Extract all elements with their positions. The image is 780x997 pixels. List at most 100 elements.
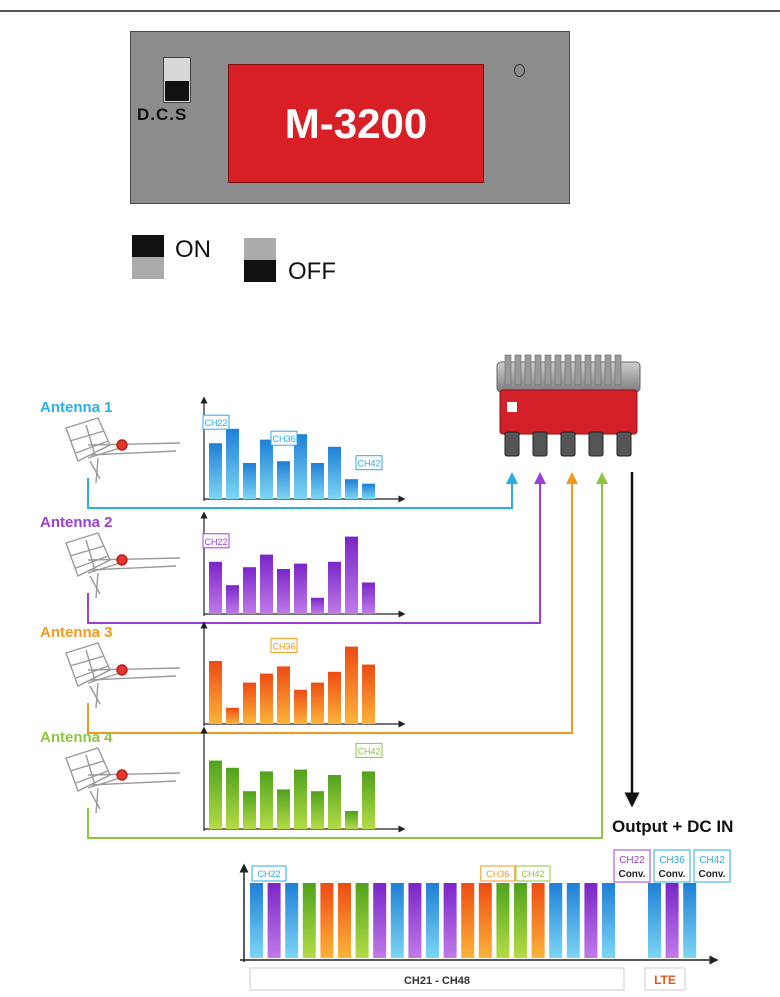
bar <box>226 428 239 499</box>
combined-bar <box>338 883 351 958</box>
bar <box>260 554 273 614</box>
bar <box>311 791 324 829</box>
combined-bar <box>496 883 510 958</box>
combined-bar <box>408 883 422 958</box>
bar <box>328 671 341 724</box>
antenna-label-4: Antenna 4 <box>40 729 113 746</box>
svg-text:CH36: CH36 <box>272 641 295 651</box>
combined-bar <box>250 883 263 958</box>
bar <box>209 561 222 614</box>
bar <box>277 569 290 614</box>
bar <box>260 673 273 724</box>
antenna-icon <box>65 642 181 709</box>
antenna-label-3: Antenna 3 <box>40 624 113 641</box>
combined-bar <box>566 883 580 958</box>
channel-tag: CH36 <box>270 637 298 653</box>
combined-bar <box>531 883 545 958</box>
combined-bar <box>355 883 369 958</box>
feed-line-2 <box>87 472 546 624</box>
antenna-label-1: Antenna 1 <box>40 399 113 416</box>
bar <box>362 483 375 499</box>
bar <box>311 682 324 724</box>
bar <box>277 789 290 829</box>
bar <box>226 767 239 829</box>
bar <box>243 682 256 724</box>
bar <box>328 775 341 829</box>
switch-on-label: ON <box>175 236 211 263</box>
combined-bar <box>390 883 404 958</box>
svg-text:CH42: CH42 <box>699 855 725 866</box>
bar <box>209 443 222 499</box>
bar <box>294 563 307 614</box>
svg-text:CH22: CH22 <box>204 537 227 547</box>
bar <box>362 582 375 614</box>
dcs-switch[interactable] <box>163 57 191 103</box>
bar <box>362 664 375 724</box>
switch-on-icon <box>132 235 164 279</box>
output-label: Output + DC IN <box>612 817 733 836</box>
bar <box>277 666 290 724</box>
svg-text:CH36: CH36 <box>272 434 295 444</box>
range-label: CH21 - CH48 <box>404 975 470 987</box>
antenna-label-2: Antenna 2 <box>40 514 113 531</box>
bar <box>345 646 358 724</box>
antenna-icon <box>65 747 181 814</box>
svg-text:Conv.: Conv. <box>658 869 685 880</box>
bar <box>328 561 341 614</box>
channel-tag: CH22 <box>202 414 230 430</box>
amplifier-device <box>496 354 641 457</box>
top-divider <box>0 10 780 12</box>
channel-tag: CH22 <box>202 533 230 549</box>
bar <box>311 597 324 614</box>
bar <box>243 463 256 499</box>
combined-tag: CH22 <box>251 865 287 882</box>
svg-text:Conv.: Conv. <box>698 869 725 880</box>
antenna-icon <box>65 532 181 599</box>
bar <box>311 463 324 499</box>
combined-bar <box>478 883 492 958</box>
bar <box>243 567 256 614</box>
svg-text:CH22: CH22 <box>257 869 280 879</box>
bar <box>209 760 222 829</box>
combined-bar <box>285 883 299 958</box>
antenna-row-2: Antenna 2 CH22 <box>40 472 546 624</box>
svg-text:CH42: CH42 <box>357 459 380 469</box>
svg-text:CH22: CH22 <box>619 855 645 866</box>
bar <box>294 689 307 724</box>
led-indicator <box>514 64 525 77</box>
bar <box>260 771 273 829</box>
combined-bar <box>461 883 475 958</box>
combined-bar <box>665 883 679 958</box>
channel-tag: CH36 <box>270 430 298 446</box>
bar <box>209 661 222 724</box>
model-display: M-3200 <box>228 64 484 183</box>
combined-bar <box>514 883 527 958</box>
bar <box>260 439 273 499</box>
svg-text:CH42: CH42 <box>357 746 380 756</box>
combined-bar <box>373 883 387 958</box>
channel-tag: CH42 <box>355 455 383 471</box>
bar <box>226 707 239 724</box>
combined-bar <box>267 883 281 958</box>
bar <box>294 434 307 499</box>
bar <box>345 811 358 829</box>
combined-bar <box>320 883 334 958</box>
combined-bar <box>426 883 439 958</box>
svg-text:CH42: CH42 <box>521 869 544 879</box>
feed-line-1 <box>87 472 518 509</box>
svg-text:CH36: CH36 <box>659 855 685 866</box>
bar <box>294 769 307 829</box>
combined-bar <box>549 883 563 958</box>
channel-tag: CH42 <box>355 742 383 758</box>
svg-text:CH22: CH22 <box>204 418 227 428</box>
combined-tag: CH36 <box>480 865 516 882</box>
svg-text:CH36: CH36 <box>486 869 509 879</box>
combined-bar <box>602 883 615 958</box>
bar <box>345 536 358 614</box>
bar <box>328 446 341 499</box>
